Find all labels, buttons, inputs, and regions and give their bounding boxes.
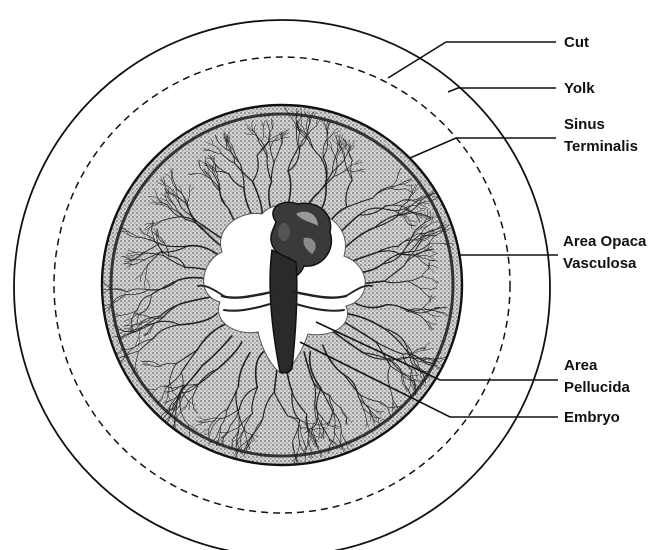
blood-vessel xyxy=(161,420,163,431)
label-pellucida-line1: Area xyxy=(564,357,598,374)
label-opaca-line2: Vasculosa xyxy=(563,255,637,272)
label-opaca-line1: Area Opaca xyxy=(563,233,647,250)
blood-vessel xyxy=(156,426,164,437)
blood-vessel xyxy=(153,422,163,425)
blood-vessel xyxy=(154,422,163,426)
label-sinus-line2: Terminalis xyxy=(564,138,638,155)
blood-vessel xyxy=(155,420,162,428)
label-yolk: Yolk xyxy=(564,80,595,97)
label-embryo: Embryo xyxy=(564,409,620,426)
label-pellucida-line2: Pellucida xyxy=(564,379,631,396)
leader-sinus xyxy=(410,138,556,158)
label-sinus-line1: Sinus xyxy=(564,116,605,133)
blood-vessel xyxy=(163,426,164,439)
leader-cut xyxy=(388,42,556,78)
label-cut: Cut xyxy=(564,34,589,51)
